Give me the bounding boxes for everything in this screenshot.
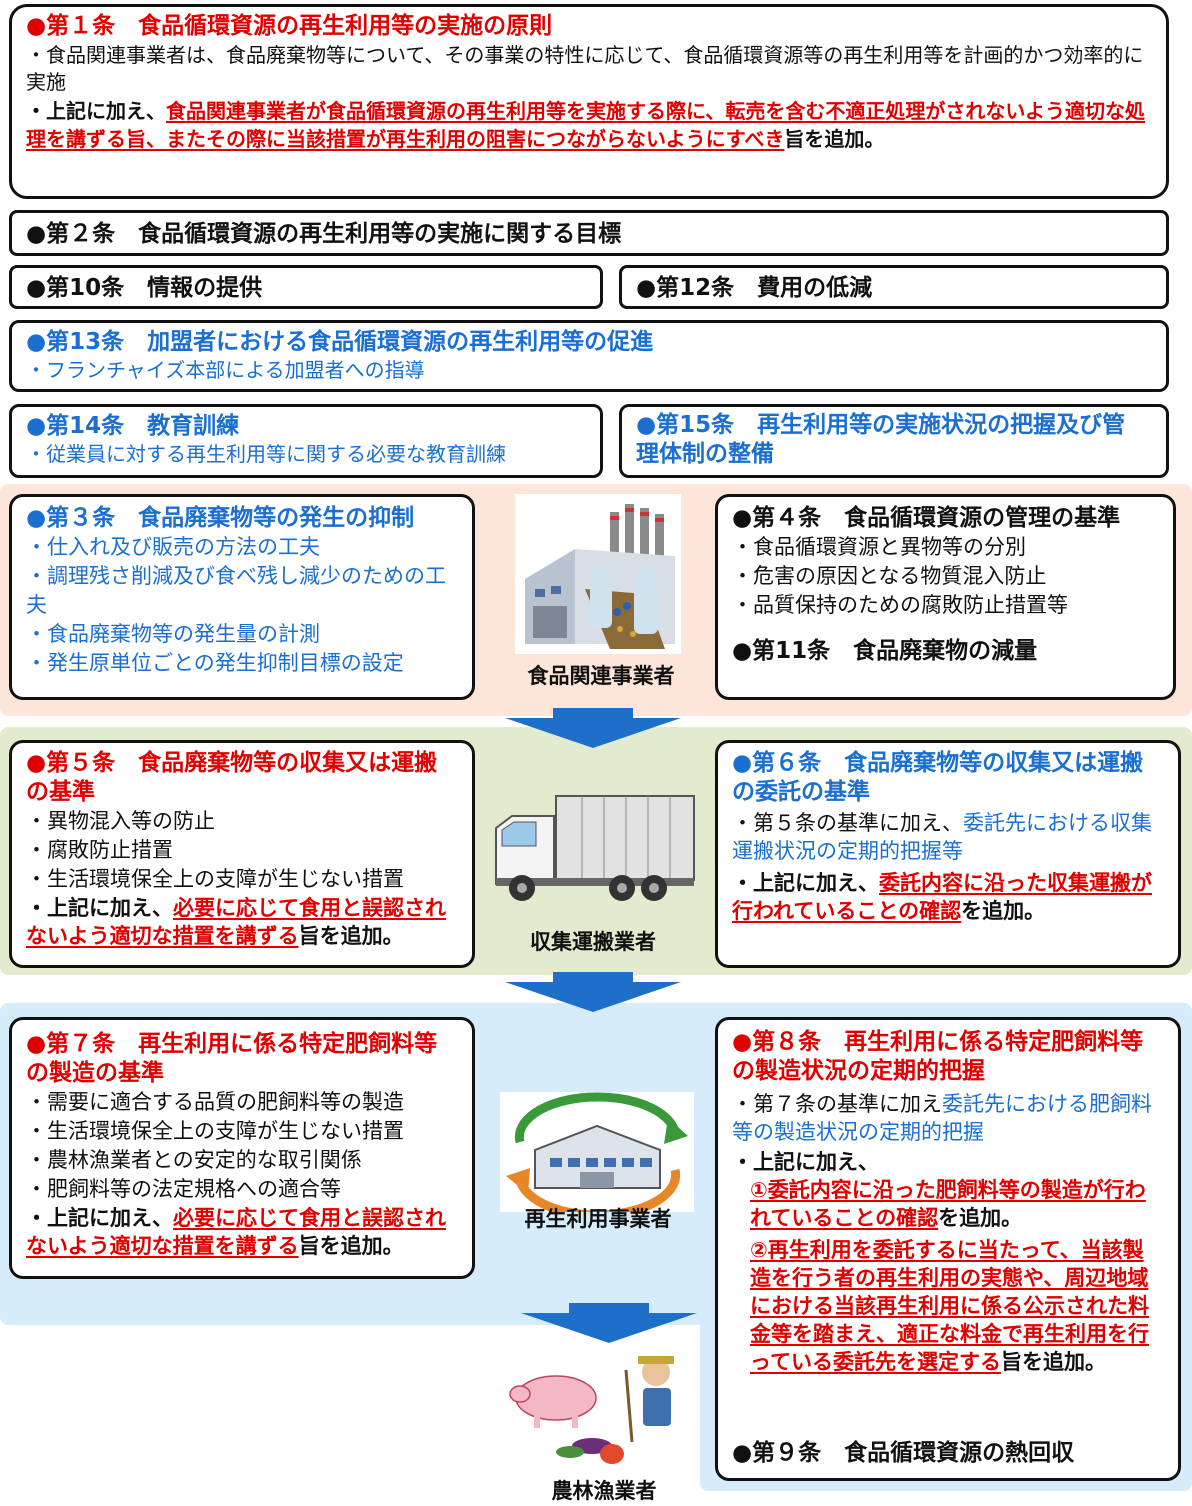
- article-7-addition-red: 必要に応じて食用と誤認されないよう適切な措置を講ずる: [26, 1206, 446, 1258]
- article-12-title: ●第12条 費用の低減: [636, 275, 873, 301]
- article-6-text-blue: 委託先における収集運搬状況の定期的把握等: [732, 811, 1152, 863]
- article-11-title: ●第11条 食品廃棄物の減量: [732, 638, 1038, 664]
- article-1-addition-prefix: ・上記に加え、: [26, 99, 166, 123]
- article-5-title: ●第５条 食品廃棄物等の収集又は運搬の基準: [26, 750, 438, 805]
- article-8-addition-lead: ・上記に加え、: [732, 1150, 879, 1174]
- article-8-addition-2-suffix: 旨を追加。: [1000, 1350, 1106, 1374]
- article-6-addition: ・上記に加え、委託内容に沿った収集運搬が行われていることの確認を追加。: [732, 869, 1164, 925]
- article-6-text-prefix: ・第５条の基準に加え、: [732, 811, 963, 835]
- article-3-item-4: ・発生原単位ごとの発生抑制目標の設定: [26, 651, 404, 675]
- article-7-addition: ・上記に加え、必要に応じて食用と誤認されないよう適切な措置を講ずる旨を追加。: [26, 1204, 458, 1260]
- article-1-addition-red: 食品関連事業者が食品循環資源の再生利用等を実施する際に、転売を含む不適正処理がさ…: [26, 99, 1145, 151]
- role-farmer: 農林漁業者: [551, 1479, 657, 1503]
- article-10-title: ●第10条 情報の提供: [26, 275, 263, 301]
- article-1-addition: ・上記に加え、食品関連事業者が食品循環資源の再生利用等を実施する際に、転売を含む…: [26, 97, 1152, 153]
- article-8-text-prefix: ・第７条の基準に加え: [732, 1092, 942, 1116]
- article-7-title: ●第７条 再生利用に係る特定肥飼料等の製造の基準: [26, 1031, 438, 1086]
- article-13-box: ●第13条 加盟者における食品循環資源の再生利用等の促進 ・フランチャイズ本部に…: [9, 320, 1169, 392]
- article-6-addition-suffix: を追加。: [961, 899, 1046, 923]
- article-15-title: ●第15条 再生利用等の実施状況の把握及び管理体制の整備: [636, 412, 1126, 467]
- article-5-item-3: ・生活環境保全上の支障が生じない措置: [26, 867, 404, 891]
- article-5-item-2: ・腐敗防止措置: [26, 838, 173, 862]
- article-7-box: ●第７条 再生利用に係る特定肥飼料等の製造の基準 ・需要に適合する品質の肥飼料等…: [9, 1017, 475, 1279]
- role-food-business: 食品関連事業者: [527, 664, 675, 688]
- role-transporter: 収集運搬業者: [530, 930, 656, 954]
- article-12-box: ●第12条 費用の低減: [619, 265, 1169, 309]
- article-3-item-3: ・食品廃棄物等の発生量の計測: [26, 622, 320, 646]
- article-5-item-1: ・異物混入等の防止: [26, 809, 215, 833]
- article-8-addition-2: ②再生利用を委託するに当たって、当該製造を行う者の再生利用の実態や、周辺地域にお…: [732, 1236, 1164, 1376]
- farm-illustration: [509, 1356, 674, 1464]
- article-4-title: ●第４条 食品循環資源の管理の基準: [732, 505, 1121, 531]
- article-3-item-1: ・仕入れ及び販売の方法の工夫: [26, 535, 320, 559]
- article-8-addition-1-suffix: を追加。: [938, 1206, 1023, 1230]
- article-14-box: ●第14条 教育訓練 ・従業員に対する再生利用等に関する必要な教育訓練: [9, 404, 603, 478]
- article-8-addition-1: ①委託内容に沿った肥飼料等の製造が行われていることの確認を追加。: [732, 1176, 1164, 1232]
- flow-arrow-3: [521, 1303, 697, 1343]
- article-5-addition-red: 必要に応じて食用と誤認されないよう適切な措置を講ずる: [26, 896, 446, 948]
- article-6-box: ●第６条 食品廃棄物等の収集又は運搬の委託の基準 ・第５条の基準に加え、委託先に…: [715, 740, 1181, 968]
- article-8-text: ・第７条の基準に加え委託先における肥飼料等の製造状況の定期的把握: [732, 1090, 1164, 1146]
- article-3-title: ●第３条 食品廃棄物等の発生の抑制: [26, 505, 415, 531]
- factory-illustration: [515, 494, 681, 654]
- article-2-title: ●第２条 食品循環資源の再生利用等の実施に関する目標: [26, 221, 622, 247]
- article-8-title: ●第８条 再生利用に係る特定肥飼料等の製造状況の定期的把握: [732, 1029, 1144, 1084]
- article-8-box: ●第８条 再生利用に係る特定肥飼料等の製造状況の定期的把握 ・第７条の基準に加え…: [715, 1017, 1181, 1481]
- article-6-text: ・第５条の基準に加え、委託先における収集運搬状況の定期的把握等: [732, 809, 1164, 865]
- article-8-addition-1-red: ①委託内容に沿った肥飼料等の製造が行われていることの確認: [750, 1178, 1146, 1230]
- article-7-item-1: ・需要に適合する品質の肥飼料等の製造: [26, 1090, 404, 1114]
- article-8-text-blue: 委託先における肥飼料等の製造状況の定期的把握: [732, 1092, 1152, 1144]
- article-15-box: ●第15条 再生利用等の実施状況の把握及び管理体制の整備: [619, 404, 1169, 478]
- article-8-addition-2-red: ②再生利用を委託するに当たって、当該製造を行う者の再生利用の実態や、周辺地域にお…: [750, 1238, 1149, 1374]
- article-14-title: ●第14条 教育訓練: [26, 413, 240, 439]
- article-7-item-2: ・生活環境保全上の支障が生じない措置: [26, 1119, 404, 1143]
- flow-arrow-1: [505, 708, 681, 748]
- article-3-box: ●第３条 食品廃棄物等の発生の抑制 ・仕入れ及び販売の方法の工夫 ・調理残さ削減…: [9, 494, 475, 700]
- role-recycler: 再生利用事業者: [524, 1207, 672, 1231]
- article-1-box: ●第１条 食品循環資源の再生利用等の実施の原則 ・食品関連事業者は、食品廃棄物等…: [9, 4, 1169, 199]
- article-1-text: ・食品関連事業者は、食品廃棄物等について、その事業の特性に応じて、食品循環資源等…: [26, 43, 1144, 94]
- truck-illustration: [495, 795, 695, 901]
- article-6-addition-prefix: ・上記に加え、: [732, 871, 879, 895]
- article-7-addition-suffix: 旨を追加。: [298, 1234, 404, 1258]
- article-1-title: ●第１条 食品循環資源の再生利用等の実施の原則: [26, 13, 553, 39]
- article-6-title: ●第６条 食品廃棄物等の収集又は運搬の委託の基準: [732, 750, 1144, 805]
- recycling-plant-illustration: [500, 1092, 694, 1212]
- article-7-addition-prefix: ・上記に加え、: [26, 1206, 173, 1230]
- article-3-item-2: ・調理残さ削減及び食べ残し減少のための工夫: [26, 564, 446, 617]
- article-4-item-3: ・品質保持のための腐敗防止措置等: [732, 593, 1068, 617]
- article-5-addition: ・上記に加え、必要に応じて食用と誤認されないよう適切な措置を講ずる旨を追加。: [26, 894, 458, 950]
- article-7-item-4: ・肥飼料等の法定規格への適合等: [26, 1177, 341, 1201]
- article-5-box: ●第５条 食品廃棄物等の収集又は運搬の基準 ・異物混入等の防止 ・腐敗防止措置 …: [9, 740, 475, 968]
- article-4-item-2: ・危害の原因となる物質混入防止: [732, 564, 1047, 588]
- article-6-addition-red: 委託内容に沿った収集運搬が行われていることの確認: [732, 871, 1152, 923]
- article-5-addition-prefix: ・上記に加え、: [26, 896, 173, 920]
- article-13-title: ●第13条 加盟者における食品循環資源の再生利用等の促進: [26, 329, 654, 355]
- article-4-box: ●第４条 食品循環資源の管理の基準 ・食品循環資源と異物等の分別 ・危害の原因と…: [715, 494, 1176, 700]
- article-9-title: ●第９条 食品循環資源の熱回収: [732, 1440, 1075, 1466]
- article-13-text: ・フランチャイズ本部による加盟者への指導: [26, 358, 425, 382]
- article-4-item-1: ・食品循環資源と異物等の分別: [732, 535, 1026, 559]
- article-2-box: ●第２条 食品循環資源の再生利用等の実施に関する目標: [9, 210, 1169, 256]
- article-14-text: ・従業員に対する再生利用等に関する必要な教育訓練: [26, 442, 506, 466]
- article-10-box: ●第10条 情報の提供: [9, 265, 603, 309]
- article-7-item-3: ・農林漁業者との安定的な取引関係: [26, 1148, 362, 1172]
- article-1-addition-suffix: 旨を追加。: [784, 127, 885, 151]
- flow-arrow-2: [505, 972, 681, 1012]
- article-5-addition-suffix: 旨を追加。: [298, 924, 404, 948]
